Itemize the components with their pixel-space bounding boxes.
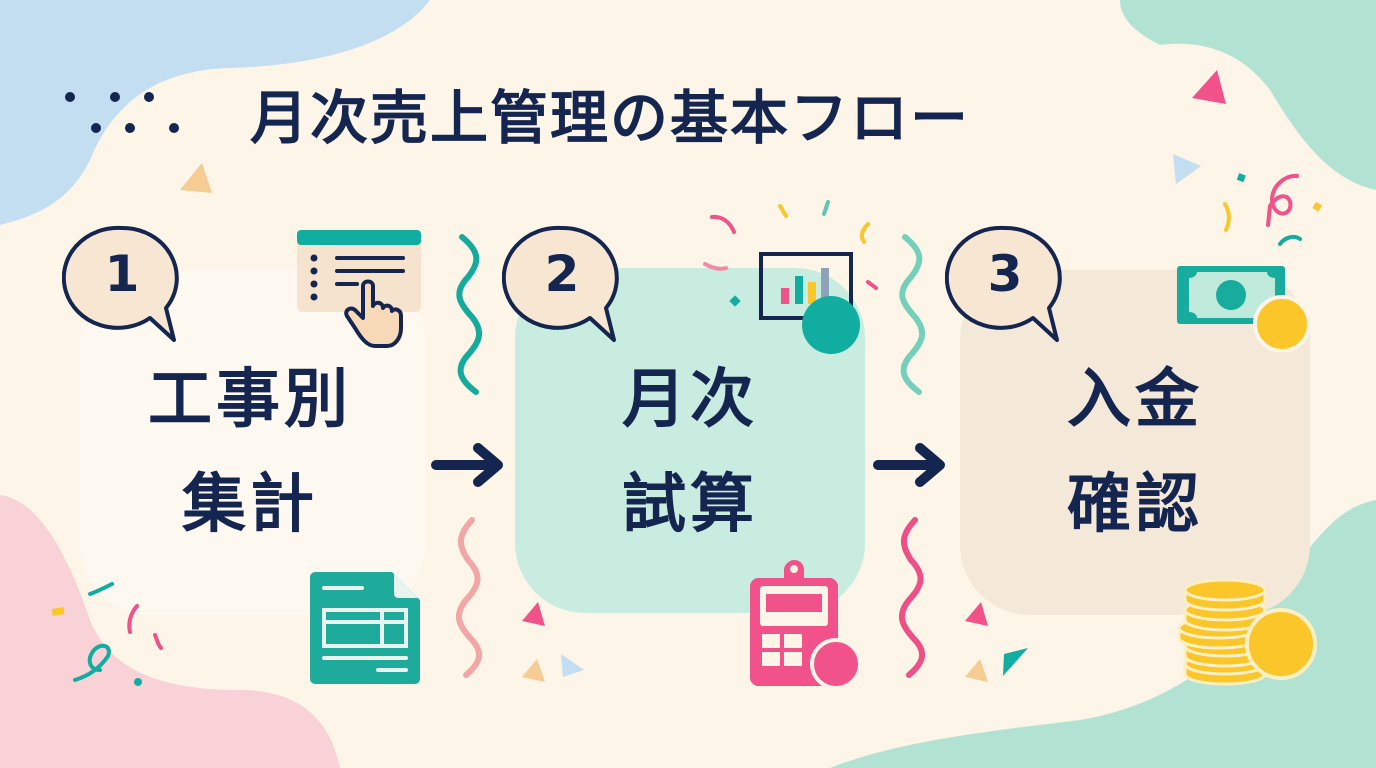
squiggle-decoration — [456, 234, 483, 395]
step-number: 2 — [544, 245, 580, 303]
step-number: 1 — [104, 245, 140, 303]
step-3-label-line2: 確認 — [1067, 468, 1203, 542]
page-title: 月次売上管理の基本フロー — [250, 84, 971, 152]
step-3-number-bubble: 3 — [944, 222, 1065, 342]
step-3-label-line1: 入金 — [1067, 363, 1203, 437]
list-click-icon — [297, 230, 421, 348]
spreadsheet-document-icon — [310, 572, 420, 684]
arrow-right-icon — [431, 443, 503, 487]
step-1-label-line2: 集計 — [182, 468, 318, 542]
squiggle-decoration — [898, 517, 926, 678]
speech-bubble-icon — [501, 225, 619, 342]
calculator-clipboard-icon — [750, 560, 862, 688]
speech-bubble-icon — [944, 225, 1062, 342]
speech-bubble-icon — [61, 225, 179, 342]
step-number: 3 — [987, 245, 1023, 303]
banknote-icon — [1177, 266, 1311, 352]
step-2-number-bubble: 2 — [501, 222, 622, 342]
squiggle-decoration — [899, 234, 926, 395]
step-2-label-line1: 月次 — [622, 363, 758, 437]
arrow-right-icon — [873, 443, 945, 487]
step-1-number-bubble: 1 — [61, 222, 182, 342]
coin-stack-icon — [1177, 578, 1317, 686]
squiggle-decoration — [455, 517, 483, 678]
bar-chart-icon — [759, 252, 860, 354]
step-2-label-line2: 試算 — [622, 468, 758, 542]
step-3-panel — [960, 270, 1310, 615]
step-1-label-line1: 工事別 — [148, 363, 352, 437]
dots-decoration — [65, 92, 179, 133]
